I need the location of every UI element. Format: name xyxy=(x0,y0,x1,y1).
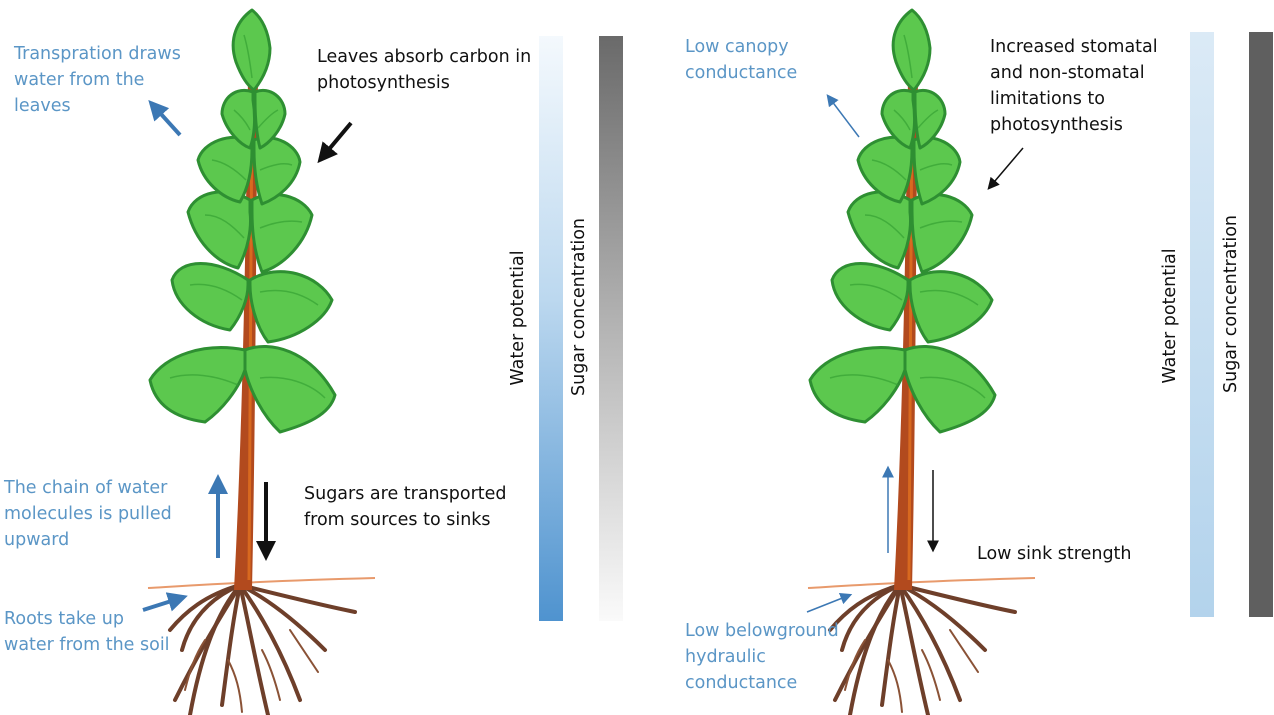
right-water-potential-bar xyxy=(1190,32,1214,617)
right-sugar-concentration-bar xyxy=(1249,32,1273,617)
right-water-potential-label: Water potential xyxy=(1160,248,1180,383)
stomatal-limit-arrow xyxy=(989,148,1023,188)
low-belowground-label: Low belowground hydraulic conductance xyxy=(685,618,839,696)
carbon-uptake-arrow xyxy=(320,123,351,160)
roots-uptake-label: Roots take up water from the soil xyxy=(4,606,170,658)
healthy-tree-illustration xyxy=(148,10,375,715)
low-sink-label: Low sink strength xyxy=(977,541,1132,567)
stomatal-limits-label: Increased stomatal and non-stomatal limi… xyxy=(990,34,1158,138)
sugar-concentration-label: Sugar concentration xyxy=(569,218,589,396)
sugars-transported-label: Sugars are transported from sources to s… xyxy=(304,481,507,533)
water-potential-label: Water potential xyxy=(508,250,528,385)
transpiration-label: Transpration draws water from the leaves xyxy=(14,41,181,119)
leaves-absorb-label: Leaves absorb carbon in photosynthesis xyxy=(317,44,531,96)
water-chain-label: The chain of water molecules is pulled u… xyxy=(4,475,172,553)
low-canopy-label: Low canopy conductance xyxy=(685,34,797,86)
water-potential-bar xyxy=(539,36,563,621)
low-canopy-arrow xyxy=(828,96,859,137)
sugar-concentration-bar xyxy=(599,36,623,621)
right-sugar-concentration-label: Sugar concentration xyxy=(1221,215,1241,393)
low-belowground-arrow xyxy=(807,595,850,612)
